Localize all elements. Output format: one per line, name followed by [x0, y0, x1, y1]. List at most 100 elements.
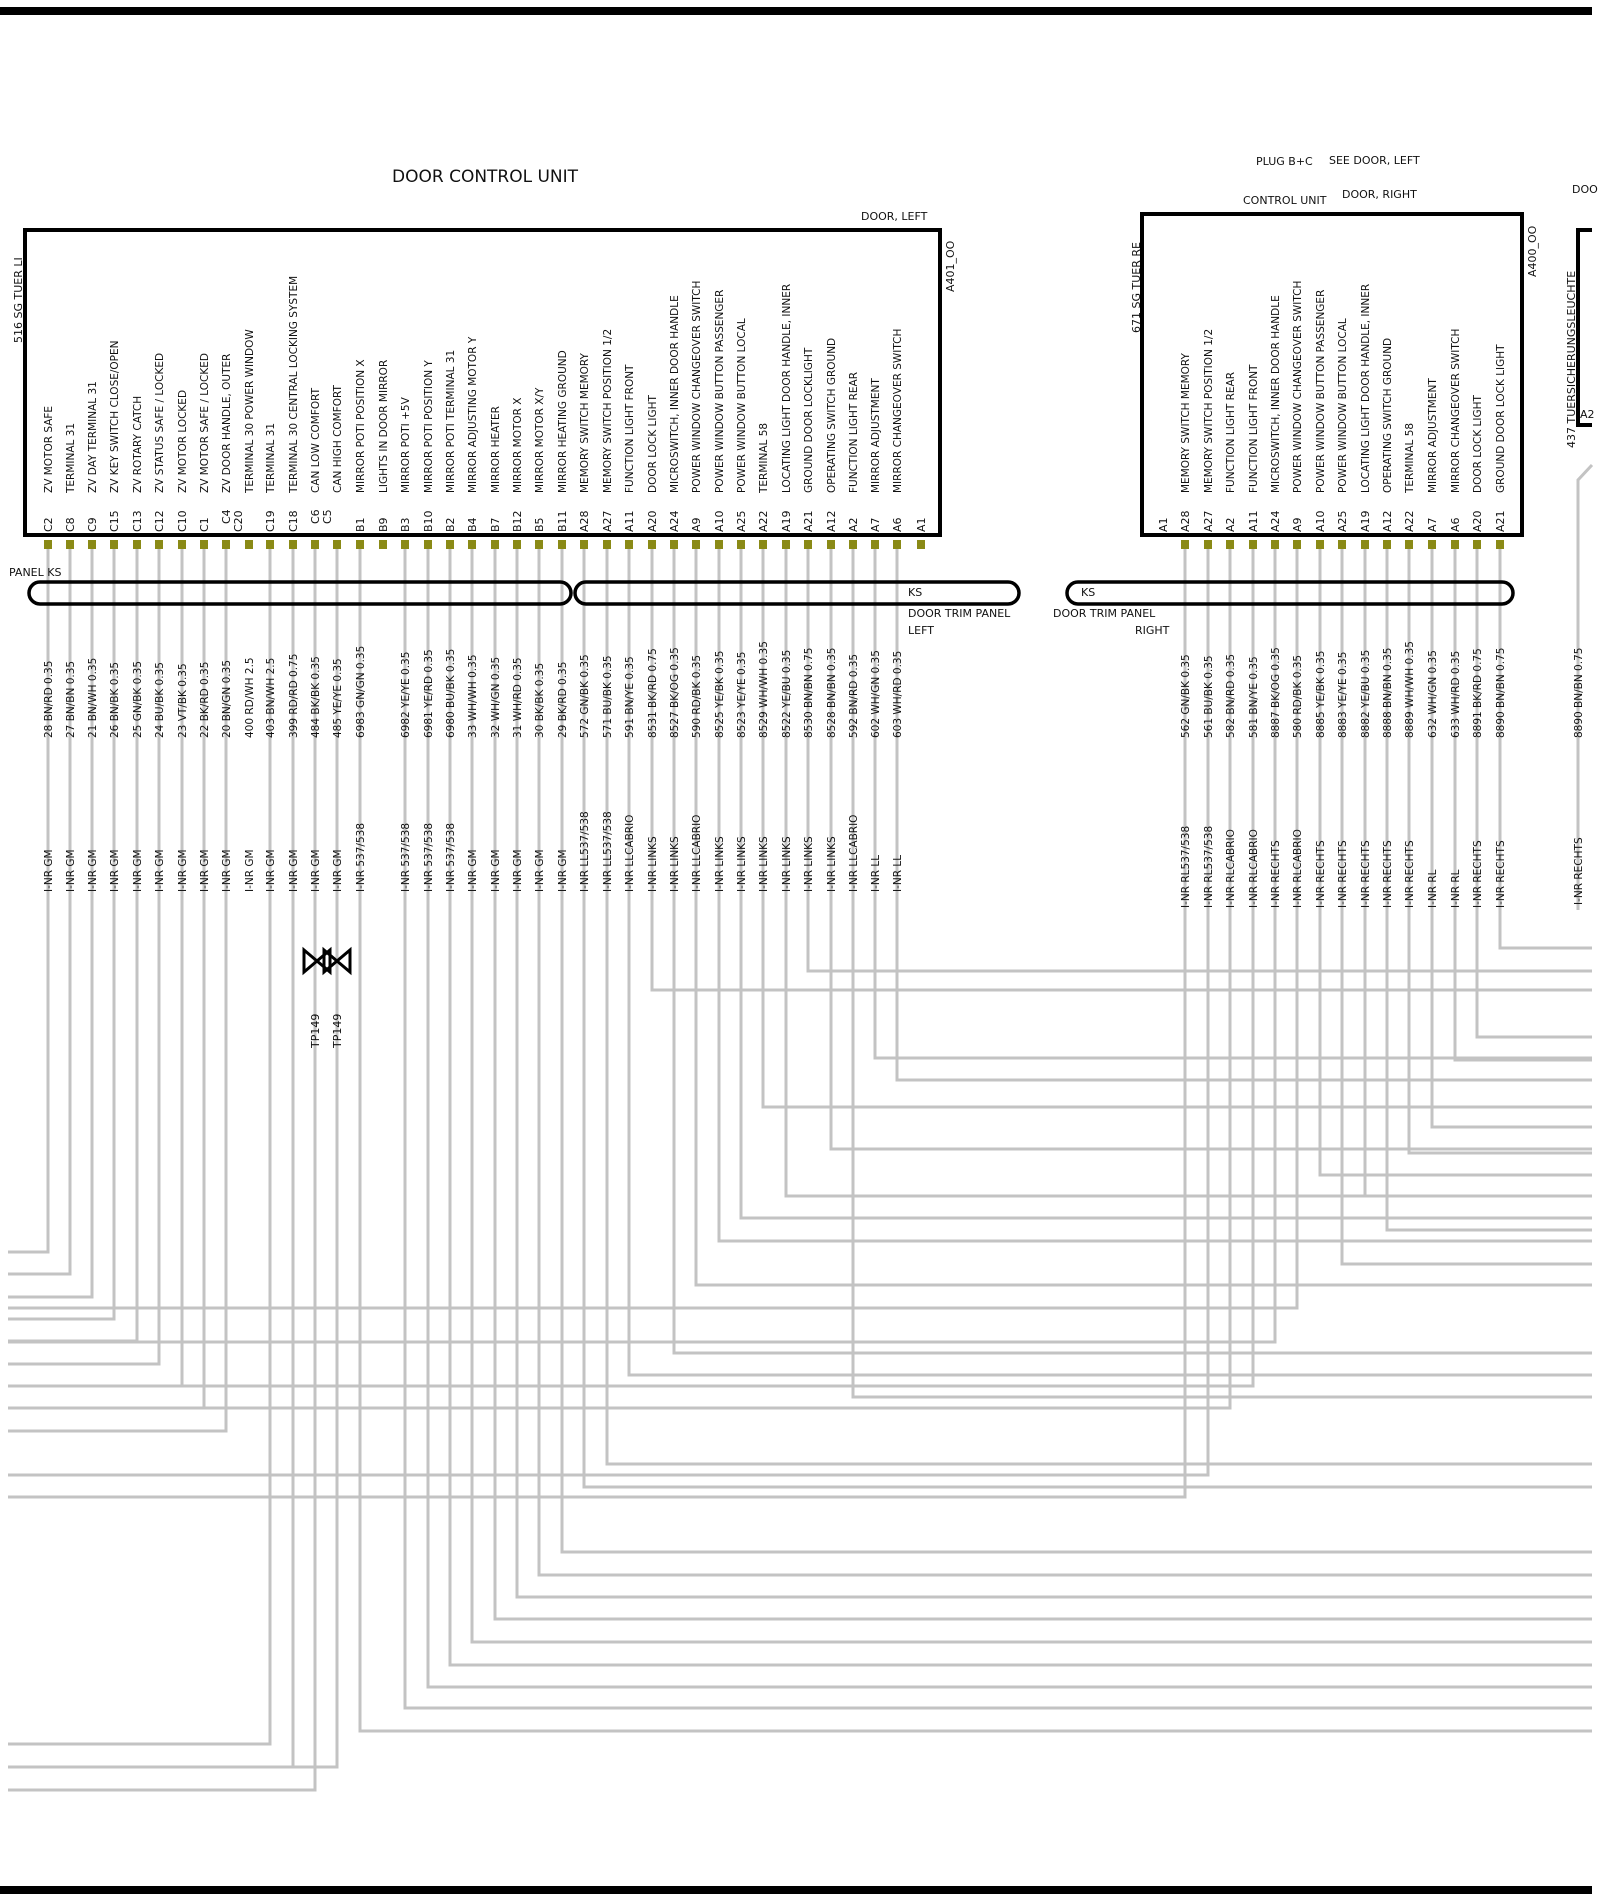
route-wire — [672, 545, 1592, 1355]
left-wire-spec: 28 BN/RD 0.35 — [43, 661, 55, 738]
pin-terminal — [110, 540, 118, 549]
route-wire — [829, 545, 1592, 1151]
left-pin-id: B7 — [489, 517, 502, 532]
pin-terminal — [1181, 540, 1189, 549]
left-pin-function: MIRROR MOTOR X — [512, 398, 524, 493]
route-wire — [8, 545, 161, 1366]
left-pin-function: TERMINAL 30 CENTRAL LOCKING SYSTEM — [288, 276, 300, 494]
left-pin-function: ZV MOTOR SAFE / LOCKED — [199, 353, 211, 493]
left-wire-spec: 23 VT/BK 0.35 — [177, 663, 189, 738]
route-wire — [1318, 545, 1592, 1177]
left-pin-id: A21 — [802, 510, 815, 532]
left-pin-function: POWER WINDOW BUTTON LOCAL — [736, 318, 748, 493]
pin-terminal — [446, 540, 454, 549]
left-pin-function: LIGHTS IN DOOR MIRROR — [378, 360, 390, 493]
right-pin-id: A2 — [1224, 517, 1237, 532]
left-harness-code: I-NR GM — [467, 849, 479, 892]
pin-terminal — [648, 540, 656, 549]
left-harness-code: I-NR GM — [490, 849, 502, 892]
left-wire-spec: 32 WH/GN 0.35 — [490, 657, 502, 738]
pin-terminal — [401, 540, 409, 549]
left-pin-function: POWER WINDOW CHANGEOVER SWITCH — [691, 281, 703, 493]
left-wire-spec: 602 WH/GN 0.35 — [870, 650, 882, 738]
left-pin-function: MEMORY SWITCH MEMORY — [579, 352, 591, 493]
door-left-label: DOOR, LEFT — [861, 210, 928, 223]
right-pin-id: A28 — [1179, 510, 1192, 532]
pin-terminal — [670, 540, 678, 549]
right-wire-spec: 581 BN/YE 0.35 — [1248, 656, 1260, 738]
right-pin-id: A22 — [1403, 510, 1416, 532]
route-wire — [605, 545, 1592, 1466]
left-pin-id: A11 — [623, 510, 636, 532]
left-wire-spec: 400 RD/WH 2.5 — [244, 657, 256, 738]
right-pin-function: LOCATING LIGHT DOOR HANDLE, INNER — [1360, 284, 1372, 493]
left-pin-id: C12 — [153, 510, 166, 532]
pin-terminal — [468, 540, 476, 549]
right-pin-function: FUNCTION LIGHT REAR — [1225, 372, 1237, 493]
right-pin-id: A6 — [1449, 517, 1462, 532]
left-harness-code: I-NR GM — [288, 849, 300, 892]
left-pin-function: ZV MOTOR LOCKED — [177, 390, 189, 493]
left-wire-spec: 24 BU/BK 0.35 — [154, 662, 166, 738]
route-wire — [851, 545, 1592, 1399]
left-pin-id: A7 — [869, 517, 882, 532]
pin-terminal — [1451, 540, 1459, 549]
left-wire-spec: 603 WH/RD 0.35 — [892, 651, 904, 738]
left-pin-id: A6 — [891, 517, 904, 532]
left-harness-code: I-NR LLCABRIO — [691, 815, 703, 892]
left-wire-spec: 21 BN/WH 0.35 — [87, 658, 99, 738]
left-harness-code: I-NR GM — [265, 849, 277, 892]
right-pin-id: A21 — [1494, 510, 1507, 532]
left-wire-spec: 31 WH/RD 0.35 — [512, 657, 524, 738]
left-pin-id: B9 — [377, 517, 390, 532]
left-harness-code: I-NR LINKS — [803, 836, 815, 892]
left-connector-pill-a — [27, 580, 573, 606]
route-wire — [8, 545, 50, 1254]
pin-terminal — [133, 540, 141, 549]
left-pin-function: CAN HIGH COMFORT — [332, 384, 344, 493]
ks-left-label: KS — [908, 586, 922, 599]
route-wire — [8, 545, 94, 1299]
right-wire-spec: 8889 WH/WH 0.35 — [1404, 641, 1416, 738]
left-pin-id: A22 — [757, 510, 770, 532]
pin-terminal — [424, 540, 432, 549]
right-pin-function: MICROSWITCH, INNER DOOR HANDLE — [1270, 295, 1282, 493]
right-pin-id: A1 — [1157, 517, 1170, 532]
left-pin-function: MIRROR MOTOR X/Y — [534, 387, 546, 493]
pin-terminal — [1496, 540, 1504, 549]
route-wire — [1576, 463, 1594, 910]
right-pin-function: MEMORY SWITCH POSITION 1/2 — [1203, 329, 1215, 493]
route-wire — [895, 545, 1592, 1082]
plug-label: PLUG B+C — [1256, 155, 1313, 168]
right-unit-id: 671 SG TUER RE — [1130, 242, 1143, 333]
pin-terminal — [356, 540, 364, 549]
door-lock-light-unit-head: DOO — [1572, 183, 1598, 196]
left-pin-id: C13 — [131, 510, 144, 532]
left-pin-function: MIRROR POTI TERMINAL 31 — [445, 350, 457, 493]
route-wire — [8, 545, 206, 1410]
routing-wires — [8, 463, 1594, 1792]
left-pin-id: A1 — [915, 517, 928, 532]
left-harness-code: I-NR GM — [332, 849, 344, 892]
route-wire — [1407, 545, 1592, 1155]
left-wire-spec: 22 BK/RD 0.35 — [199, 662, 211, 738]
left-wire-spec: 29 BK/RD 0.35 — [557, 662, 569, 738]
right-pin-function: FUNCTION LIGHT FRONT — [1248, 364, 1260, 493]
left-wire-spec: 8530 BN/BN 0.75 — [803, 648, 815, 738]
left-pin-function: DOOR LOCK LIGHT — [647, 394, 659, 493]
pin-terminal — [759, 540, 767, 549]
left-pin-function: MIRROR ADJUSTMENT — [870, 378, 882, 493]
right-pin-function: MIRROR ADJUSTMENT — [1427, 378, 1439, 493]
left-pin-id: A19 — [780, 510, 793, 532]
right-wire-spec: 8882 YE/BU 0.35 — [1360, 650, 1372, 738]
pin-terminal — [849, 540, 857, 549]
pin-terminal — [1249, 540, 1257, 549]
left-pin-id: B3 — [399, 517, 412, 532]
route-wire — [761, 545, 1592, 1109]
left-pin-id: C19 — [264, 510, 277, 532]
right-wire-spec: 8887 BK/OG 0.35 — [1270, 647, 1282, 738]
left-wire-spec: 30 BK/BK 0.35 — [534, 663, 546, 738]
pin-terminal — [603, 540, 611, 549]
